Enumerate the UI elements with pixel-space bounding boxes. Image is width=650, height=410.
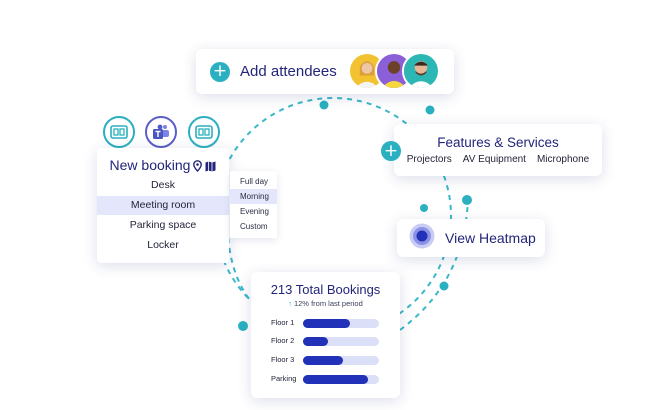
floor-bar-track [303, 375, 379, 384]
booking-option-desk[interactable]: Desk [151, 179, 175, 191]
teams-icon[interactable] [145, 116, 177, 148]
ring-node [439, 281, 449, 291]
add-feature-plus-icon[interactable]: + [381, 141, 401, 161]
booking-option-locker[interactable]: Locker [147, 239, 179, 251]
feature-item[interactable]: Microphone [536, 154, 590, 165]
floor-bar-fill [303, 356, 343, 365]
features-title: Features & Services [437, 135, 559, 150]
ring-node [238, 321, 248, 331]
trend-up-icon: ↑ [288, 299, 292, 308]
floor-bar-fill [303, 375, 368, 384]
ring-node [420, 204, 428, 212]
bookings-trend: ↑12% from last period [251, 299, 400, 308]
ring-node [425, 105, 435, 115]
floor-row: Parking [271, 373, 383, 385]
location-pin-icon [193, 159, 203, 175]
feature-item[interactable]: Projectors [406, 154, 452, 165]
floor-row: Floor 1 [271, 317, 383, 329]
new-booking-title: New booking [97, 157, 229, 175]
floor-label: Floor 1 [271, 318, 295, 327]
floor-bar-track [303, 337, 379, 346]
add-attendees-label: Add attendees [240, 63, 337, 80]
booking-option-meeting-room[interactable]: Meeting room [97, 196, 229, 215]
room-display-icon[interactable] [103, 116, 135, 148]
feature-item[interactable]: AV Equipment [462, 154, 526, 165]
floor-row: Floor 3 [271, 354, 383, 366]
floor-bar-fill [303, 319, 351, 328]
time-option-custom[interactable]: Custom [240, 222, 268, 231]
ring-node [462, 195, 472, 205]
floor-bar-track [303, 356, 379, 365]
avatar [402, 52, 440, 90]
plus-icon[interactable]: + [210, 61, 230, 82]
total-bookings-card: 213 Total Bookings ↑12% from last period… [251, 272, 400, 398]
bookings-trend-text: 12% from last period [293, 299, 363, 308]
time-dropdown: Full day Morning Evening Custom [230, 171, 277, 238]
features-list: Projectors AV Equipment Microphone [394, 154, 602, 165]
map-icon [205, 159, 216, 175]
heatmap-icon [409, 223, 435, 254]
ring-node [319, 100, 329, 110]
attendee-avatars [348, 52, 440, 90]
floor-row: Floor 2 [271, 335, 383, 347]
floor-label: Parking [271, 374, 297, 383]
floor-bar-fill [303, 337, 329, 346]
new-booking-card: New booking Desk Meeting room Parking sp… [97, 148, 229, 263]
view-heatmap-label: View Heatmap [445, 230, 536, 246]
floor-bar-track [303, 319, 379, 328]
new-booking-title-text: New booking [109, 157, 191, 173]
room-display-icon[interactable] [188, 116, 220, 148]
floor-label: Floor 2 [271, 336, 295, 345]
total-bookings-title: 213 Total Bookings [270, 282, 381, 297]
view-heatmap-button[interactable]: View Heatmap [397, 219, 545, 257]
time-option-morning[interactable]: Morning [230, 189, 277, 204]
time-option-evening[interactable]: Evening [240, 207, 269, 216]
floor-label: Floor 3 [271, 355, 295, 364]
time-option-full-day[interactable]: Full day [240, 177, 269, 186]
features-services-card: Features & Services Projectors AV Equipm… [394, 124, 602, 176]
booking-option-parking-space[interactable]: Parking space [129, 219, 197, 231]
